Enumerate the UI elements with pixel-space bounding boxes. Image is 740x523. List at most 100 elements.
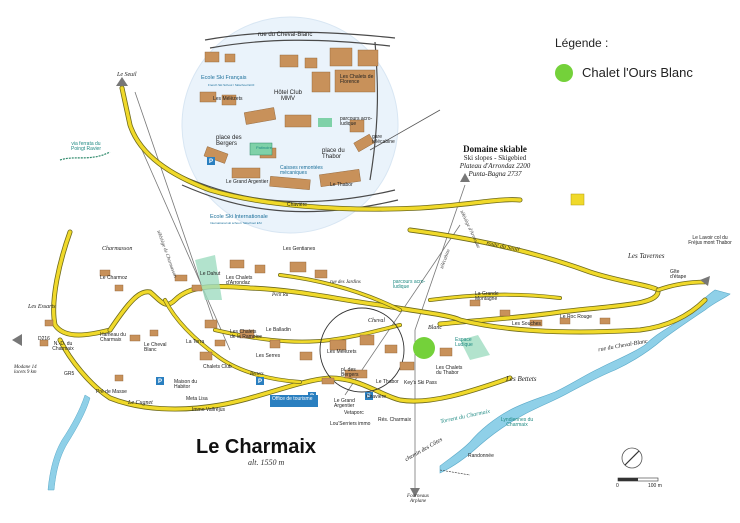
domaine-line1: Ski slopes - Skigebied: [463, 154, 527, 162]
label-pl-des-bergers: pl. des Bergers: [341, 367, 359, 379]
label-keys-ski-pass: Key's Ski Pass: [404, 380, 437, 386]
inset-road-label: rue du Cheval-Blanc: [258, 32, 313, 38]
label-vetaporc: Vetaporc: [344, 410, 364, 416]
green-zones: [195, 255, 490, 360]
domaine-heading: Domaine skiable: [463, 144, 527, 154]
label-chalets-arrondaz: Les Chalets d'Arrondaz: [226, 275, 253, 287]
label-hameau: Hameau du Charmaix: [100, 332, 126, 344]
inset-ecole-francais-sub: French Ski School / Skischool ECF: [208, 83, 255, 87]
label-le-thabor: Le Thabor: [376, 379, 399, 385]
label-les-bettets: Les Bettets: [506, 375, 537, 383]
label-le-lavoir: Le Lavoir col du Fréjus mont Thabor: [688, 235, 732, 247]
domaine-skiable-box: Domaine skiable Ski slopes - Skigebied P…: [440, 144, 550, 178]
svg-text:P: P: [367, 394, 371, 400]
inset-place-bergers: place des Bergers: [216, 135, 242, 148]
inset-le-thabor: Le Thabor: [330, 182, 353, 188]
label-les-melezets: Les Mélèzets: [327, 349, 357, 355]
label-d216: D216: [38, 336, 50, 342]
map-subtitle: alt. 1550 m: [248, 458, 285, 467]
main-buildings: [39, 259, 611, 385]
inset-caisses: Caisses remontées mécaniques: [280, 165, 323, 177]
label-les-gentianes: Les Gentianes: [283, 246, 316, 252]
inset-hotel-club: Hôtel Club MMV: [273, 90, 302, 103]
inset-ecole-internationale-sub: International ski school / Skischool ESI: [210, 221, 262, 225]
label-charmasson: Charmasson: [102, 246, 133, 252]
label-maison-habitor: Maison du Habitor: [174, 379, 198, 391]
label-la-terra: La Terra: [186, 339, 205, 345]
label-randonnee: Randonnée: [468, 453, 494, 459]
label-les-serres: Les Serres: [256, 353, 281, 359]
inset-gondola-line: [369, 109, 441, 151]
chat-icon-box: [570, 193, 585, 206]
inset-parcours: parcours acro-ludique: [340, 116, 373, 128]
label-nd-charmaix: N.-D. du Charmaix: [52, 341, 74, 353]
label-modane: Modane 14 lacets 9 km: [14, 365, 37, 376]
label-lyndiennes: Lyndiennes du Charmaix: [500, 417, 534, 429]
label-chalets-ramoise: Les Chalets de la Ramoise: [230, 329, 262, 341]
label-gr5: GR5: [64, 371, 75, 377]
map-title: Le Charmaix: [196, 436, 317, 458]
label-le-seuil: Le Seuil: [117, 72, 137, 78]
label-les-essarts: Les Essarts: [28, 304, 56, 310]
inset-parcours-zone: [318, 118, 332, 127]
label-residences: Rés. Charmaix: [378, 417, 412, 423]
inset-chaviere: Chavière: [287, 202, 308, 208]
label-via-ferrata: via ferrata du Poingt Ravier: [70, 141, 101, 153]
inset-ecole-francais: Ecole Ski Français: [201, 75, 247, 81]
legend-title: Légende :: [555, 36, 609, 50]
label-grande-montagne: La Grande Montagne: [475, 291, 499, 303]
label-gite: Gîte d'étape: [670, 269, 687, 281]
label-rue-jardins: rue des Jardins: [330, 280, 361, 285]
label-scale-zero: 0: [616, 483, 619, 489]
label-cheval: Cheval: [368, 318, 385, 324]
label-immo-valfrejus: Immo Valfréjus: [192, 407, 225, 413]
river: [439, 289, 731, 474]
label-espace-ludique: Espace Ludique: [455, 337, 473, 349]
roads: [51, 85, 708, 412]
zoom-circle: [319, 307, 405, 393]
label-cheval-blanc-hotel: Le Cheval Blanc: [144, 342, 167, 354]
via-ferrata-line: [59, 151, 111, 161]
legend-item-label: Chalet l'Ours Blanc: [582, 65, 693, 80]
label-pre-de-masse: Pré de Masse: [96, 389, 127, 395]
inset-ecole-internationale: Ecole Ski Internationale: [210, 214, 268, 220]
river-west: [47, 394, 91, 491]
office-box: [270, 395, 318, 407]
inset-chalets-florence: Les Chalets de Florence: [340, 74, 374, 86]
label-fournaux: Fourneaux Arplane: [407, 494, 429, 505]
svg-text:P: P: [209, 159, 213, 165]
label-chaviere: Chavière: [366, 394, 387, 400]
inset-les-melezets: Les Mélèzets: [213, 96, 243, 102]
inset-gare: gare télécabine: [372, 134, 395, 146]
inset-grand-argentier: Le Grand Argentier: [226, 179, 269, 185]
inset-place-thabor: place du Thabor: [322, 148, 345, 161]
label-roc-rouge: Le Roc Rouge: [560, 314, 592, 320]
label-les-souches: Les Souches: [512, 321, 541, 327]
arrows: [12, 77, 710, 497]
label-scale: 100 m: [648, 483, 662, 489]
label-lou-serriers: Lou'Serriers immo: [330, 421, 371, 427]
compass: [621, 447, 643, 469]
label-le-cugnet: Le Cugnet: [128, 400, 153, 406]
label-les-tavernes: Les Tavernes: [628, 252, 665, 260]
label-blanc: Blanc: [428, 325, 442, 331]
label-le-charmoz: Le Charmoz: [100, 275, 128, 281]
inset-buildings: [199, 47, 379, 190]
label-balladin: Le Balladin: [266, 327, 291, 333]
label-bettets: Bettets: [250, 372, 264, 377]
scale-bar: [617, 477, 659, 482]
trail-line: [439, 469, 471, 476]
inset-patinoire: Patinoire: [256, 145, 272, 150]
label-le-dahut: Le Dahut: [200, 271, 221, 277]
label-chalets-thabor: Les Chalets du Thabor: [436, 365, 463, 377]
label-parcours-acro: parcours acro-ludique: [393, 279, 426, 291]
label-chalets-club: Chalets Club: [203, 364, 232, 370]
label-petit-ru: Petit Ru: [272, 293, 289, 298]
domaine-line3: Punta-Bagna 2737: [468, 170, 522, 178]
label-meta-lisa: Meta Lisa: [186, 396, 208, 402]
chalet-marker: [413, 337, 435, 359]
label-grand-argentier: Le Grand Argentier: [334, 398, 355, 410]
svg-text:P: P: [158, 379, 162, 385]
svg-text:P: P: [258, 379, 262, 385]
